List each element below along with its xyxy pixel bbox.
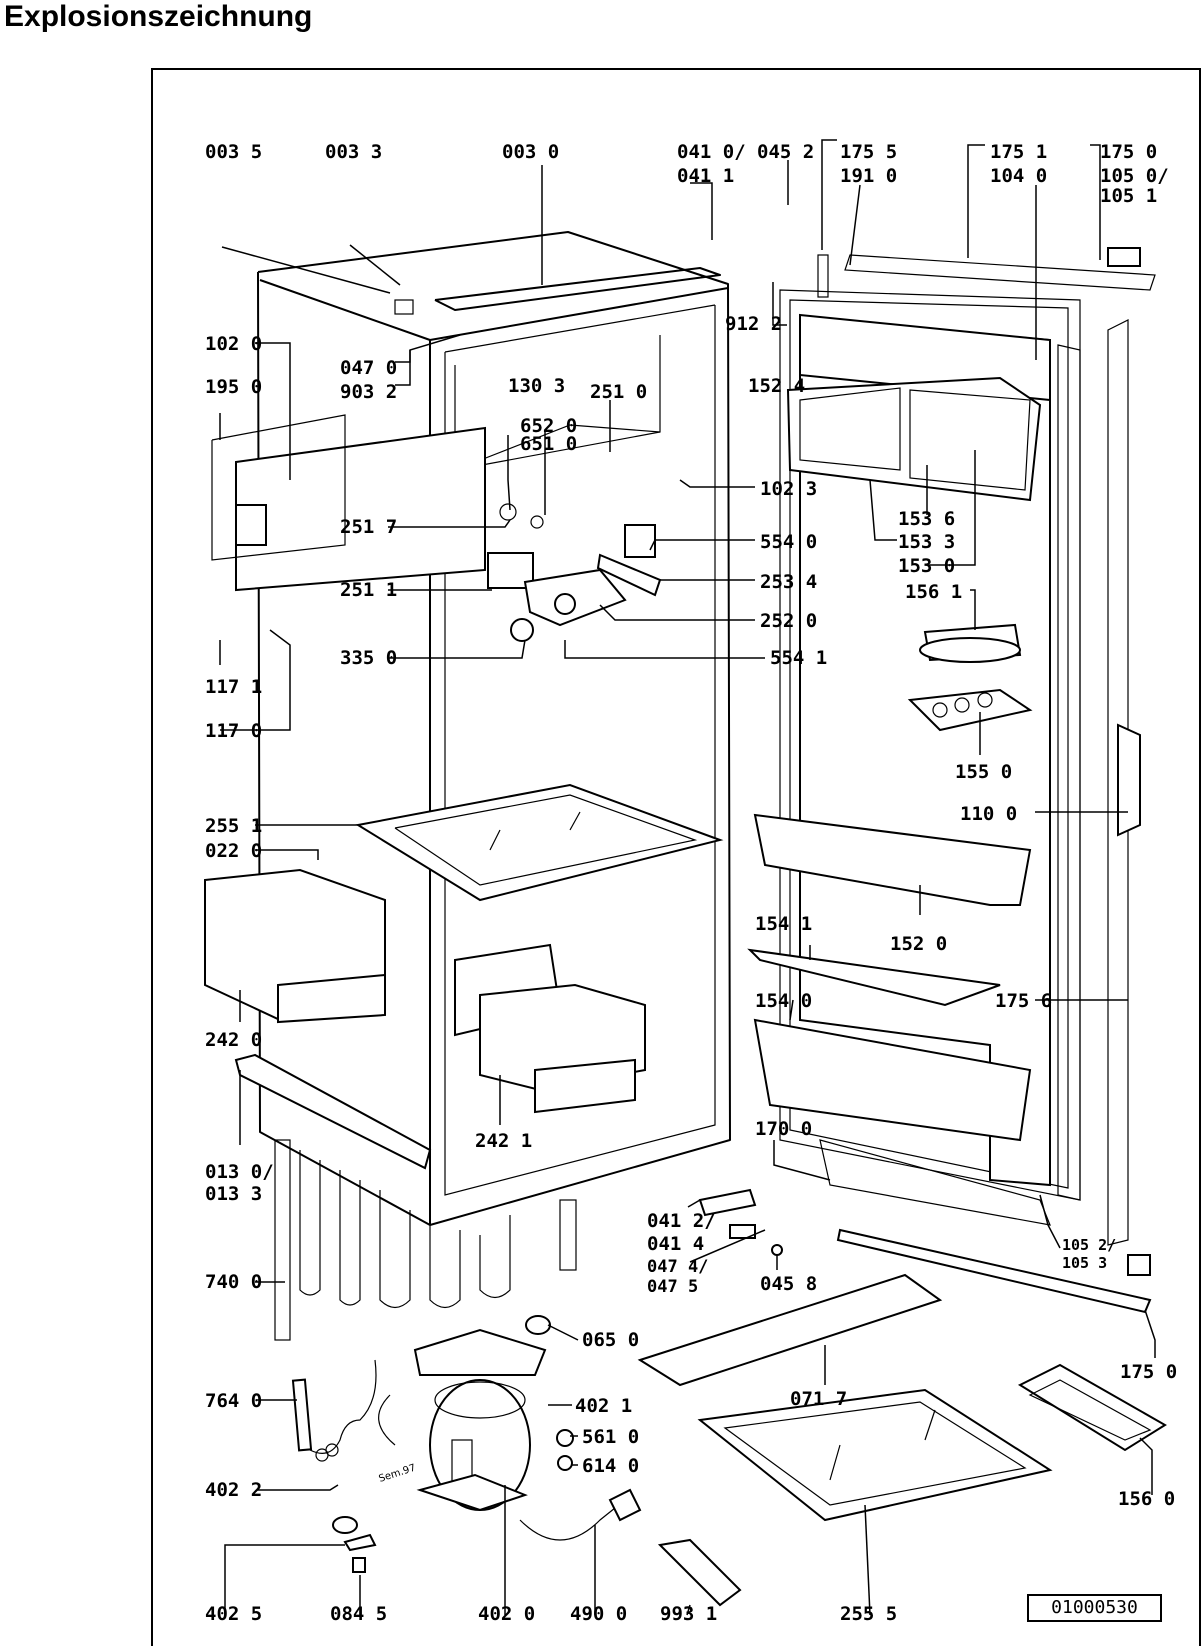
label-764-0: 764 0 [205,1390,262,1412]
label-335-0: 335 0 [340,647,397,669]
label-041-2: 041 2/ [647,1210,716,1232]
label-652-0: 652 0 [520,415,577,437]
label-490-0: 490 0 [570,1603,627,1625]
part-labels: 003 5 003 3 003 0 041 0/ 041 1 045 2 175… [205,141,1177,1625]
label-175-0-bottom: 175 0 [1120,1361,1177,1383]
small-parts-bottom [332,1188,783,1607]
label-903-2: 903 2 [340,381,397,403]
label-105-0: 105 0/ [1100,165,1169,187]
label-154-0: 154 0 [755,990,812,1012]
label-155-0: 155 0 [955,761,1012,783]
label-065-0: 065 0 [582,1329,639,1351]
label-993-1: 993 1 [660,1603,717,1625]
label-071-7: 071 7 [790,1388,847,1410]
label-153-3: 153 3 [898,531,955,553]
label-402-0: 402 0 [478,1603,535,1625]
label-402-5: 402 5 [205,1603,262,1625]
label-255-1: 255 1 [205,815,262,837]
label-651-0: 651 0 [520,433,577,455]
label-084-5: 084 5 [330,1603,387,1625]
label-117-0: 117 0 [205,720,262,742]
label-102-3: 102 3 [760,478,817,500]
freezer-door [211,414,486,592]
label-041-1: 041 1 [677,165,734,187]
upper-door-compartment [786,313,1051,502]
label-104-0: 104 0 [990,165,1047,187]
label-013-3: 013 3 [205,1183,262,1205]
label-912-2: 912 2 [725,313,782,335]
label-047-5: 047 5 [647,1277,698,1297]
label-561-0: 561 0 [582,1426,639,1448]
label-175-6: 175 6 [995,990,1052,1012]
label-614-0: 614 0 [582,1455,639,1477]
label-047-0: 047 0 [340,357,397,379]
label-105-3: 105 3 [1062,1254,1107,1272]
door-inserts [907,623,1033,732]
label-047-4: 047 4/ [647,1257,708,1277]
label-003-0: 003 0 [502,141,559,163]
label-195-0: 195 0 [205,376,262,398]
label-402-1: 402 1 [575,1395,632,1417]
label-105-2: 105 2/ [1062,1236,1116,1254]
label-153-0: 153 0 [898,555,955,577]
label-003-3: 003 3 [325,141,382,163]
label-105-1: 105 1 [1100,185,1157,207]
label-253-4: 253 4 [760,571,817,593]
label-152-4: 152 4 [748,375,805,397]
glass-shelf-upper [355,783,724,902]
label-003-5: 003 5 [205,141,262,163]
crisper-drawers [204,868,646,1114]
label-045-2: 045 2 [757,141,814,163]
leader-lines [219,139,1156,1616]
label-013-0: 013 0/ [205,1161,274,1183]
label-242-1: 242 1 [475,1130,532,1152]
label-251-0: 251 0 [590,381,647,403]
label-740-0: 740 0 [205,1271,262,1293]
label-154-1: 154 1 [755,913,812,935]
label-022-0: 022 0 [205,840,262,862]
capillary-and-dryer [291,1359,377,1462]
label-153-6: 153 6 [898,508,955,530]
label-251-7: 251 7 [340,516,397,538]
condenser-740 [274,1139,577,1341]
signature: Sem.97 [378,1463,418,1485]
label-156-1: 156 1 [905,581,962,603]
label-117-1: 117 1 [205,676,262,698]
label-045-8: 045 8 [760,1273,817,1295]
label-554-0: 554 0 [760,531,817,553]
label-554-1: 554 1 [770,647,827,669]
label-170-0: 170 0 [755,1118,812,1140]
label-110-0: 110 0 [960,803,1017,825]
compressor-402 [378,1315,551,1512]
label-102-0: 102 0 [205,333,262,355]
label-191-0: 191 0 [840,165,897,187]
bottom-strip-013 [234,1053,432,1170]
label-152-0: 152 0 [890,933,947,955]
label-252-0: 252 0 [760,610,817,632]
label-251-1: 251 1 [340,579,397,601]
drawing-frame [151,68,1201,1646]
label-130-3: 130 3 [508,375,565,397]
label-156-0: 156 0 [1118,1488,1175,1510]
label-041-4: 041 4 [647,1233,704,1255]
page-title: Explosionszeichnung [4,0,313,33]
label-175-0-top: 175 0 [1100,141,1157,163]
label-255-5: 255 5 [840,1603,897,1625]
label-242-0: 242 0 [205,1029,262,1051]
label-041-0: 041 0/ [677,141,746,163]
label-175-5: 175 5 [840,141,897,163]
drawing-code: 01000530 [1027,1594,1162,1622]
thermostat-assembly [487,503,662,642]
label-175-1: 175 1 [990,141,1047,163]
label-402-2: 402 2 [205,1479,262,1501]
bottom-rails-and-shelves [637,1273,1167,1522]
